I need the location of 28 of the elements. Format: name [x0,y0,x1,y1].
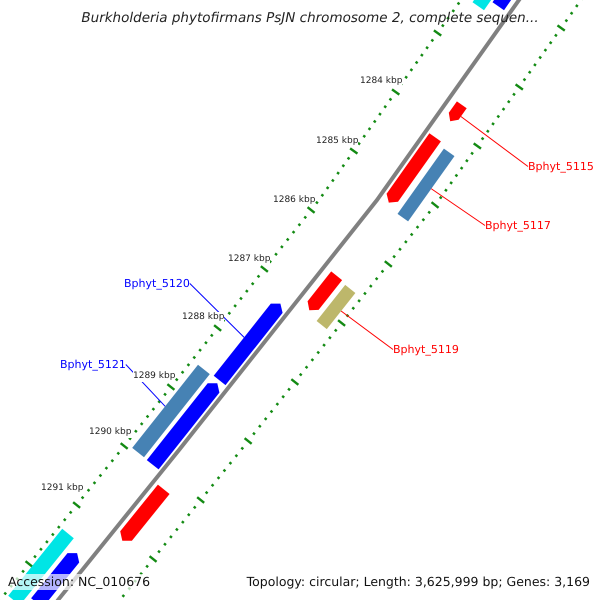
gene-label: Bphyt_5121 [60,357,126,372]
scale-label: 1291 kbp [41,483,84,494]
leader-line [460,116,528,167]
leader-line [340,310,394,350]
scale-label: 1288 kbp [182,312,224,323]
gene-label: Bphyt_5117 [485,218,551,233]
gene-segment [386,133,441,203]
scale-label: 1287 kbp [228,254,270,265]
leader-line [189,283,245,338]
scale-label: 1286 kbp [273,195,316,206]
gene-segment [146,383,220,470]
gene-label: Bphyt_5120 [124,276,190,291]
scale-label: 1290 kbp [89,427,132,438]
scale-label: 1289 kbp [133,371,176,382]
gene-segment [316,284,356,330]
gene-label: Bphyt_5119 [393,342,459,357]
gene-segment [308,271,342,310]
scale-label: 1284 kbp [360,76,402,87]
gene-segment [492,0,512,10]
gene-segment [448,101,467,122]
map-info: Topology: circular; Length: 3,625,999 bp; Genes: 3,169 [246,574,590,590]
gene-segment [120,484,170,541]
gene-segment [132,364,210,458]
gene-label: Bphyt_5115 [528,159,594,174]
gene-segment [398,148,454,222]
scale-label: 1285 kbp [316,136,358,147]
accession-label: Accession: NC_010676 [8,574,150,590]
leader-line [430,188,486,226]
